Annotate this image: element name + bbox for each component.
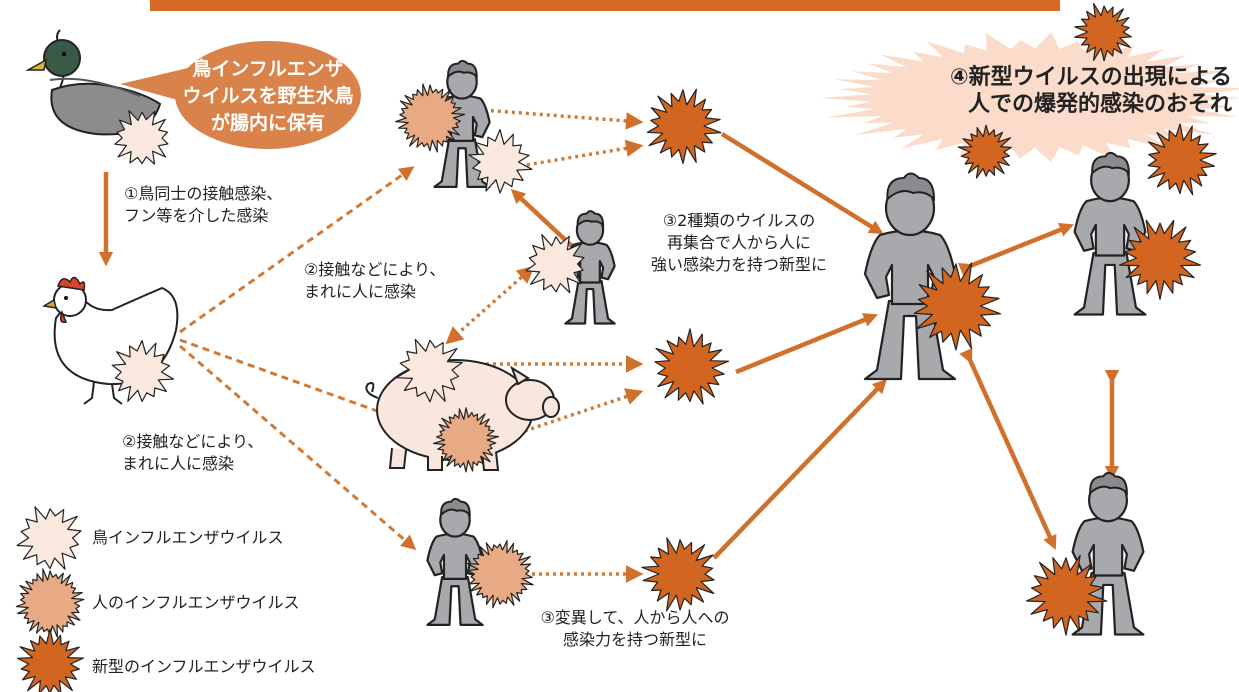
human-virus-lower-person xyxy=(466,539,534,609)
bird-virus-chicken xyxy=(111,340,175,402)
label-step2-lower: ②接触などにより、 まれに人に感染 xyxy=(122,432,264,473)
arrow-upper-bird-virus-to-new xyxy=(519,139,644,168)
person-right-top xyxy=(1073,151,1147,316)
legend-human-virus-icon xyxy=(15,568,85,638)
new-virus-lower xyxy=(641,537,715,612)
new-virus-right-bottom xyxy=(1025,554,1108,636)
speech-bubble xyxy=(175,41,361,149)
arrow-pig-new-to-central xyxy=(735,313,879,375)
new-virus-right-top xyxy=(1118,219,1202,300)
label-step1: ①鳥同士の接触感染、 フン等を介した感染 xyxy=(124,184,283,225)
legend-new-virus-label: 新型のインフルエンザウイルス xyxy=(92,657,316,676)
legend-bird-virus-label: 鳥インフルエンザウイルス xyxy=(92,528,284,547)
arrow-upper-to-middle-person xyxy=(510,189,587,261)
person-middle xyxy=(564,210,616,325)
top-banner-bar xyxy=(150,0,1060,11)
label-step2-upper: ②接触などにより、 まれに人に感染 xyxy=(304,260,446,301)
speech-bubble-tail xyxy=(120,68,192,104)
bird-virus-upper-person xyxy=(468,128,533,194)
person-central xyxy=(863,172,957,381)
label-step3-mutation: ③変異して、人から人への 感染力を持つ新型に xyxy=(540,608,730,649)
new-virus-burst-left xyxy=(957,124,1012,179)
headline-warning: ④新型ウイルスの出現による 人での爆発的感染のおそれ xyxy=(950,65,1232,117)
human-virus-pig xyxy=(432,407,500,473)
arrow-middle-person-to-pig xyxy=(445,265,535,345)
person-lower xyxy=(426,497,484,626)
new-virus-burst-right xyxy=(1147,123,1217,196)
new-virus-burst-top xyxy=(1074,2,1132,62)
arrow-chicken-to-lower-person xyxy=(179,344,417,550)
legend-human-virus-label: 人のインフルエンザウイルス xyxy=(92,593,300,612)
bird-virus-duck xyxy=(114,110,169,165)
bird-virus-middle-person xyxy=(525,233,585,294)
warning-burst xyxy=(819,32,1239,163)
bird-virus-pig xyxy=(395,338,463,403)
new-virus-middle xyxy=(654,328,730,405)
legend-bird-virus-icon xyxy=(16,506,82,570)
new-virus-central xyxy=(913,262,1002,351)
arrow-central-to-right-bottom xyxy=(959,347,1057,550)
arrow-central-to-right-top xyxy=(957,223,1075,277)
new-virus-upper xyxy=(646,88,722,165)
label-step3-reassortment: ③2種類のウイルスの 再集合で人から人に 強い感染力を持つ新型に xyxy=(650,211,827,274)
arrow-upper-new-to-central xyxy=(720,132,884,235)
human-virus-upper-person xyxy=(395,83,466,153)
legend-new-virus-icon xyxy=(16,628,85,692)
speech-bubble-text: 鳥インフルエンザ ウイルスを野生水鳥 が腸内に保有 xyxy=(182,58,354,134)
arrow-lower-new-to-central xyxy=(712,378,888,560)
